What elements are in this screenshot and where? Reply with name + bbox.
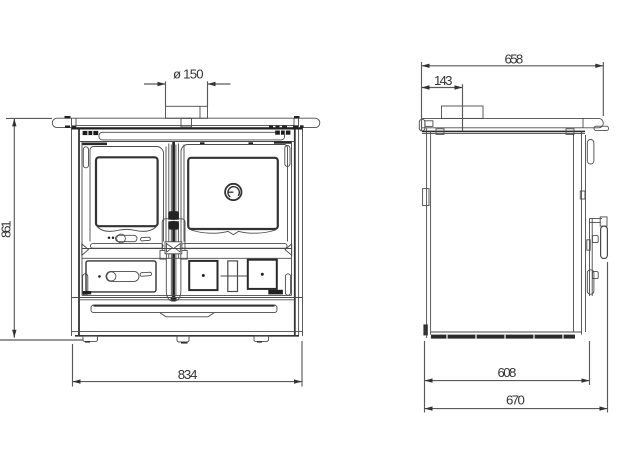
svg-text:834: 834 <box>178 367 198 382</box>
svg-text:608: 608 <box>497 365 516 380</box>
svg-text:ø 150: ø 150 <box>173 67 204 82</box>
svg-text:143: 143 <box>434 73 453 88</box>
svg-text:658: 658 <box>505 52 524 67</box>
svg-text:861: 861 <box>0 220 13 238</box>
svg-text:670: 670 <box>506 393 525 408</box>
